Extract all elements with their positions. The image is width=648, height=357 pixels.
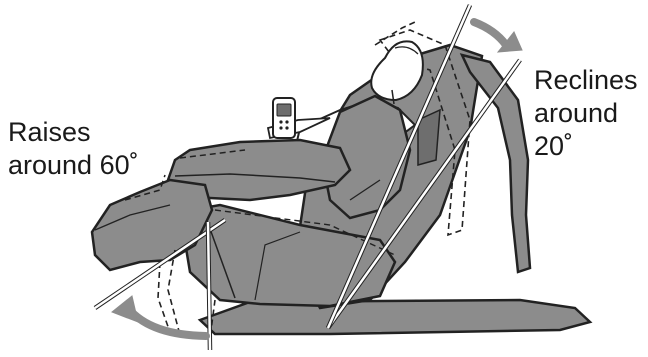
raises-label: Raises around 60˚ bbox=[8, 116, 139, 182]
reclines-label-line2: around bbox=[534, 97, 638, 130]
recline-arrow bbox=[474, 22, 522, 52]
reclines-label: Reclines around 20˚ bbox=[534, 64, 638, 163]
raises-label-line2: around 60˚ bbox=[8, 149, 139, 182]
reclines-label-line3: 20˚ bbox=[534, 130, 638, 163]
raises-label-line1: Raises bbox=[8, 116, 139, 149]
reclines-label-line1: Reclines bbox=[534, 64, 638, 97]
remote-control-icon bbox=[273, 98, 295, 138]
